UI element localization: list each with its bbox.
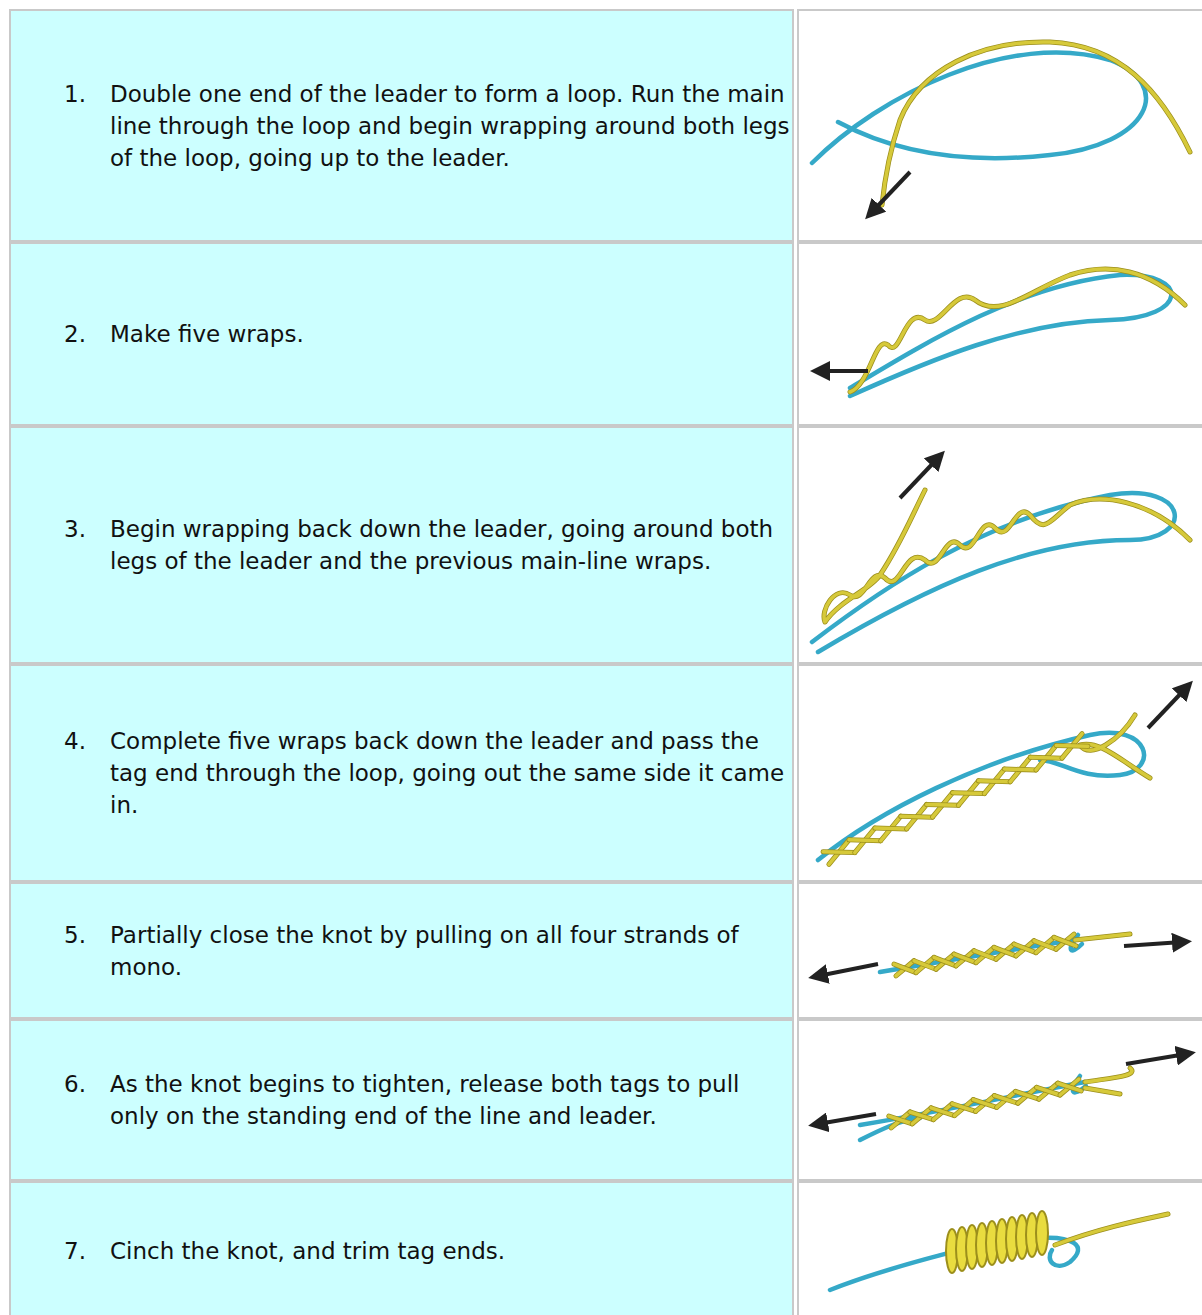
step-text: Double one end of the leader to form a l… [110,78,790,174]
step-6-drawing [818,1054,1186,1140]
step-box: 2. Make five wraps. [9,242,794,426]
step-text: Complete five wraps back down the leader… [110,725,790,821]
step-text: As the knot begins to tighten, release b… [110,1068,790,1132]
step-number: 3. [64,513,86,545]
step-box: 7. Cinch the knot, and trim tag ends. [9,1181,794,1315]
step-text: Cinch the knot, and trim tag ends. [110,1235,790,1267]
step-number: 4. [64,725,86,757]
step-5-drawing [818,934,1182,976]
step-2-drawing [820,269,1185,396]
step-box: 3. Begin wrapping back down the leader, g… [9,426,794,664]
step-box: 4. Complete five wraps back down the lead… [9,664,794,882]
step-text: Begin wrapping back down the leader, goi… [110,513,790,577]
step-text: Partially close the knot by pulling on a… [110,919,790,983]
step-text: Make five wraps. [110,318,790,350]
step-number: 1. [64,78,86,110]
step-box: 1. Double one end of the leader to form a… [9,9,794,242]
step-box: 5. Partially close the knot by pulling on… [9,882,794,1019]
step-number: 7. [64,1235,86,1267]
step-number: 2. [64,318,86,350]
step-4-drawing [818,688,1186,864]
step-box: 6. As the knot begins to tighten, release… [9,1019,794,1181]
step-number: 5. [64,919,86,951]
step-number: 6. [64,1068,86,1100]
illustration-cell [797,242,1202,426]
step-3-drawing [812,458,1190,652]
step-7-drawing [830,1211,1168,1290]
step-1-drawing [812,42,1190,212]
